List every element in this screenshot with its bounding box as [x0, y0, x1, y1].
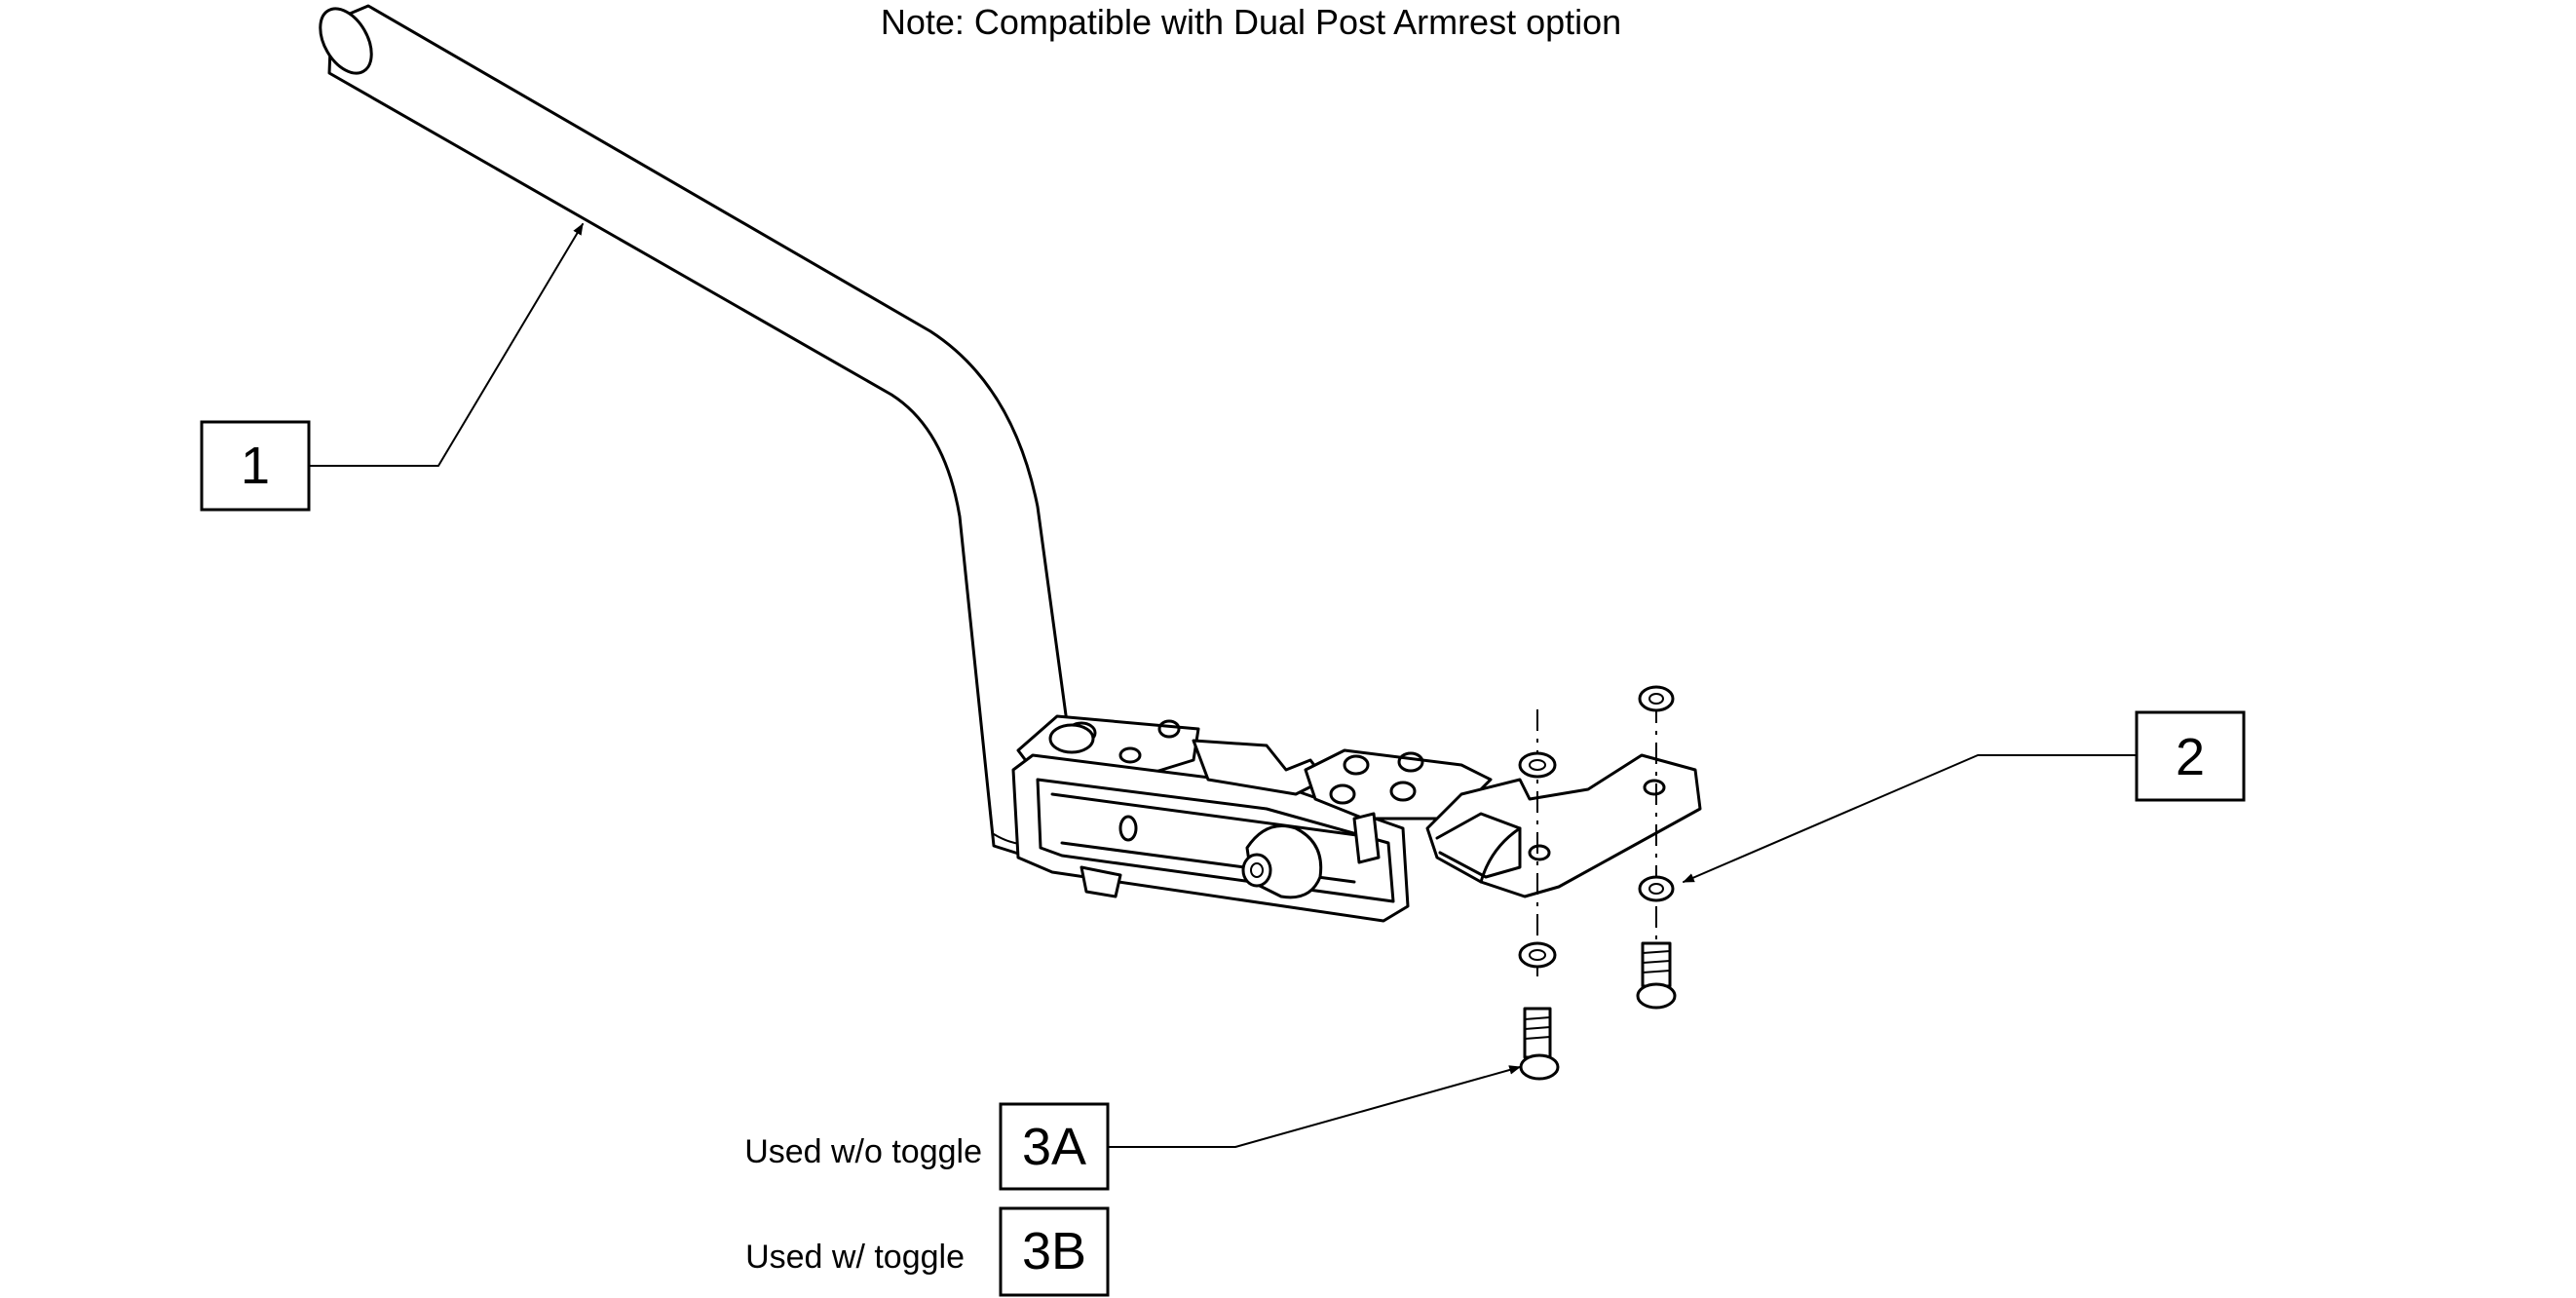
callout-3a-label: 3A — [1022, 1118, 1086, 1176]
leader-line-3 — [1108, 1065, 1522, 1148]
washer-parts — [1518, 685, 1675, 969]
hinge-bracket-assembly — [1011, 714, 1702, 923]
callout-2: 2 — [2135, 710, 2246, 802]
leader-line-1 — [309, 222, 584, 467]
leader-line-2 — [1682, 754, 2138, 883]
armrest-tube-part — [319, 4, 1074, 859]
callout-3b-label: 3B — [1022, 1222, 1086, 1280]
callout-1-label: 1 — [241, 437, 270, 495]
callout-2-label: 2 — [2176, 728, 2205, 786]
label-used-without-toggle: Used w/o toggle — [744, 1133, 982, 1170]
callout-3b: 3B — [999, 1206, 1110, 1297]
label-used-with-toggle: Used w/ toggle — [745, 1239, 965, 1276]
screw-parts — [1519, 941, 1677, 1081]
compatibility-note: Note: Compatible with Dual Post Armrest … — [881, 2, 1621, 42]
callout-1: 1 — [200, 420, 311, 512]
callout-3a: 3A — [999, 1102, 1110, 1191]
